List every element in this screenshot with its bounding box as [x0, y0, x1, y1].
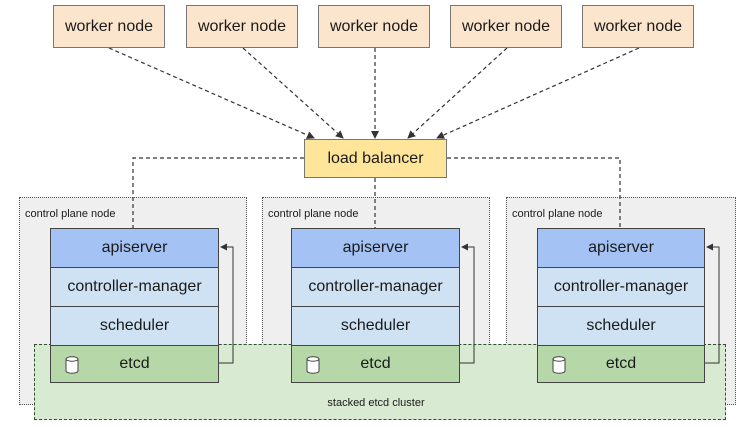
etcd-label-2: etcd: [360, 355, 391, 372]
lb-to-apiserver-3: [447, 157, 621, 228]
database-icon: [552, 356, 566, 374]
etcd-1: etcd: [50, 345, 219, 383]
scheduler-3: scheduler: [537, 306, 705, 346]
worker-node-1: worker node: [53, 5, 165, 48]
control-plane-node-label-2: control plane node: [268, 208, 359, 220]
worker-node-4: worker node: [450, 5, 562, 48]
worker-node-3: worker node: [318, 5, 430, 48]
worker-node-5: worker node: [582, 5, 694, 48]
control-plane-node-label-3: control plane node: [512, 208, 603, 220]
worker-to-lb-line-5: [436, 47, 640, 139]
etcd-apiserver-loop-1: [219, 243, 234, 364]
controller-manager-1: controller-manager: [50, 267, 219, 307]
etcd-apiserver-loop-2: [460, 243, 475, 364]
control-plane-node-label-1: control plane node: [25, 208, 116, 220]
apiserver-3: apiserver: [537, 228, 705, 268]
worker-to-lb-line-2: [242, 47, 344, 139]
worker-to-lb-line-1: [108, 47, 315, 139]
stacked-etcd-cluster-label: stacked etcd cluster: [327, 397, 425, 409]
apiserver-1: apiserver: [50, 228, 219, 268]
etcd-label-3: etcd: [605, 355, 637, 372]
scheduler-1: scheduler: [50, 306, 219, 346]
lb-to-apiserver-1: [132, 157, 304, 228]
worker-to-lb-line-4: [407, 47, 508, 139]
etcd-3: etcd: [537, 345, 705, 383]
database-icon: [306, 356, 320, 374]
etcd-2: etcd: [291, 345, 460, 383]
controller-manager-2: controller-manager: [291, 267, 460, 307]
controller-manager-3: controller-manager: [537, 267, 705, 307]
etcd-apiserver-loop-3: [705, 243, 720, 364]
database-icon: [65, 356, 79, 374]
scheduler-2: scheduler: [291, 306, 460, 346]
etcd-label-1: etcd: [119, 355, 150, 372]
apiserver-2: apiserver: [291, 228, 460, 268]
load-balancer: load balancer: [304, 139, 447, 178]
worker-node-2: worker node: [186, 5, 298, 48]
